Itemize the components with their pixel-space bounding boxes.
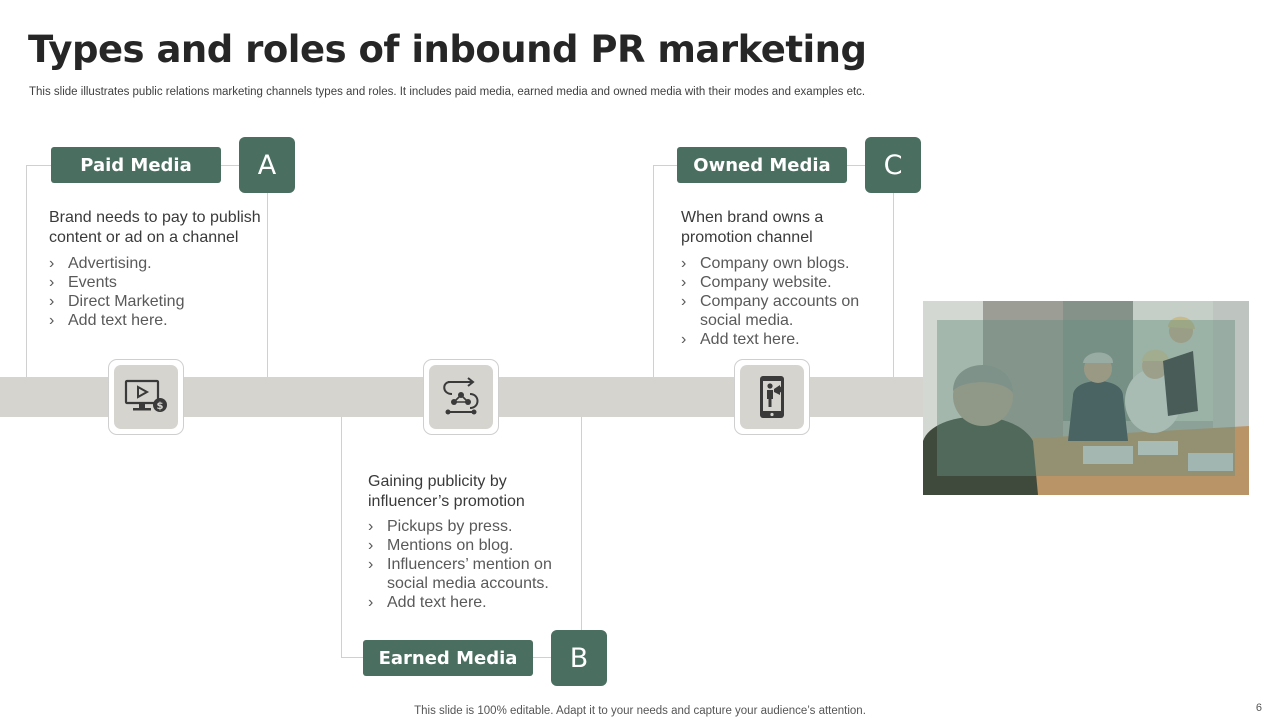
list-item: Advertising. — [49, 254, 184, 273]
slide-title: Types and roles of inbound PR marketing — [28, 28, 867, 71]
list-item: Company own blogs. — [681, 254, 876, 273]
network-flow-icon — [443, 377, 479, 415]
earned-media-icon-frame — [423, 359, 499, 435]
earned-media-bullets: Pickups by press. Mentions on blog. Infl… — [368, 517, 563, 612]
page-number: 6 — [1255, 702, 1262, 714]
list-item: Add text here. — [368, 593, 563, 612]
list-item: Events — [49, 273, 184, 292]
meeting-photo — [923, 301, 1249, 495]
list-item: Company accounts on social media. — [681, 292, 876, 330]
list-item: Pickups by press. — [368, 517, 563, 536]
paid-media-label: Paid Media — [51, 147, 221, 183]
list-item: Company website. — [681, 273, 876, 292]
owned-media-description: When brand owns a promotion channel — [681, 209, 824, 246]
list-item: Mentions on blog. — [368, 536, 563, 555]
paid-media-letter: A — [239, 137, 295, 193]
paid-media-icon-frame: $ — [108, 359, 184, 435]
owned-media-letter: C — [865, 137, 921, 193]
list-item: Add text here. — [49, 311, 184, 330]
meeting-photo-illustration — [923, 301, 1249, 495]
earned-media-description: Gaining publicity by influencer’s promot… — [368, 473, 525, 510]
earned-media-letter: B — [551, 630, 607, 686]
smartphone-megaphone-icon — [760, 376, 784, 418]
owned-media-bullets: Company own blogs. Company website. Comp… — [681, 254, 876, 349]
list-item: Influencers’ mention on social media acc… — [368, 555, 563, 593]
owned-media-label: Owned Media — [677, 147, 847, 183]
paid-media-bullets: Advertising. Events Direct Marketing Add… — [49, 254, 184, 330]
list-item: Add text here. — [681, 330, 876, 349]
slide-subtitle: This slide illustrates public relations … — [29, 86, 866, 98]
svg-text:$: $ — [157, 401, 164, 412]
paid-media-description: Brand needs to pay to publish content or… — [49, 209, 261, 246]
list-item: Direct Marketing — [49, 292, 184, 311]
monitor-dollar-icon: $ — [124, 379, 167, 412]
earned-media-label: Earned Media — [363, 640, 533, 676]
slide-footer: This slide is 100% editable. Adapt it to… — [414, 705, 866, 717]
owned-media-icon-frame — [734, 359, 810, 435]
